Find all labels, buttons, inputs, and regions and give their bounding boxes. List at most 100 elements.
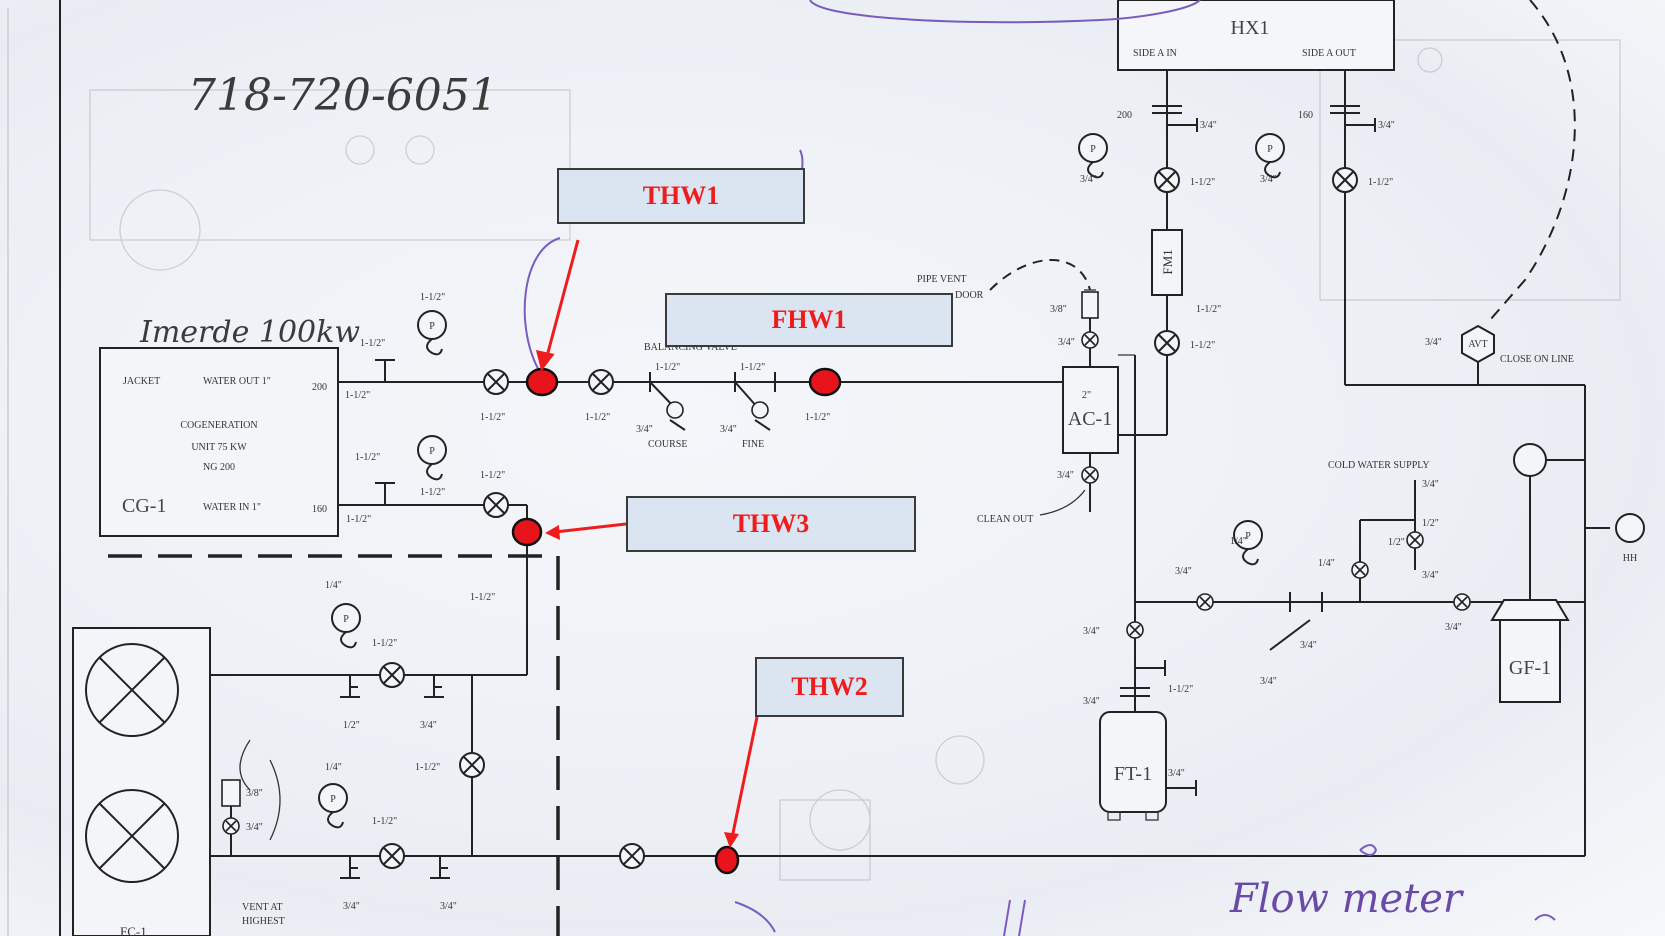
svg-text:1-1/2": 1-1/2" bbox=[470, 592, 495, 603]
course-label: COURSE bbox=[648, 439, 687, 450]
ft1-tank bbox=[1099, 711, 1167, 813]
callout-fhw1-label: FHW1 bbox=[771, 305, 847, 334]
dashed-boundary bbox=[108, 554, 560, 936]
vent-highest-label-2: HIGHEST bbox=[242, 916, 285, 927]
arrow-thw2 bbox=[724, 716, 759, 848]
engine-note: Imerde 100kw bbox=[139, 315, 360, 350]
marker-fhw1 bbox=[808, 367, 842, 397]
svg-text:1-1/2": 1-1/2" bbox=[360, 338, 385, 349]
svg-text:3/4": 3/4" bbox=[1175, 566, 1192, 577]
svg-text:3/4": 3/4" bbox=[1083, 626, 1100, 637]
clean-out-label: CLEAN OUT bbox=[977, 514, 1033, 525]
fine-label: FINE bbox=[742, 439, 764, 450]
svg-text:1/2": 1/2" bbox=[1422, 518, 1439, 529]
hx1-box bbox=[1117, 0, 1395, 71]
marker-thw3 bbox=[511, 517, 543, 547]
svg-text:3/4": 3/4" bbox=[420, 720, 437, 731]
svg-text:1-1/2": 1-1/2" bbox=[655, 362, 680, 373]
vent-highest-label: VENT AT bbox=[242, 902, 283, 913]
cg1-port-out: 200 bbox=[312, 382, 327, 393]
svg-text:3/4": 3/4" bbox=[1422, 570, 1439, 581]
svg-text:1/2": 1/2" bbox=[343, 720, 360, 731]
svg-text:160: 160 bbox=[1298, 110, 1313, 121]
svg-text:1/4": 1/4" bbox=[1230, 536, 1247, 547]
svg-text:1-1/2": 1-1/2" bbox=[1368, 177, 1393, 188]
fm1-box bbox=[1151, 229, 1183, 296]
svg-text:3/4": 3/4" bbox=[440, 901, 457, 912]
cold-water-label: COLD WATER SUPPLY bbox=[1328, 460, 1430, 471]
ghost-background bbox=[89, 39, 1621, 881]
callout-thw1: THW1 bbox=[557, 168, 805, 224]
svg-text:3/4": 3/4" bbox=[1058, 337, 1075, 348]
cg1-box bbox=[99, 347, 339, 537]
svg-text:1/2": 1/2" bbox=[1388, 537, 1405, 548]
svg-text:1-1/2": 1-1/2" bbox=[420, 487, 445, 498]
fm1-label: FM1 bbox=[1160, 249, 1175, 274]
svg-text:3/4": 3/4" bbox=[246, 822, 263, 833]
avt-label: AVT bbox=[1468, 339, 1487, 350]
cg1-water-out: WATER OUT 1" bbox=[203, 376, 271, 387]
fc1-label: FC-1 bbox=[120, 924, 147, 936]
ac1-box bbox=[1062, 366, 1119, 454]
callout-thw3: THW3 bbox=[626, 496, 916, 552]
callout-thw2: THW2 bbox=[755, 657, 904, 717]
svg-text:3/4": 3/4" bbox=[1168, 768, 1185, 779]
svg-text:1-1/2": 1-1/2" bbox=[345, 390, 370, 401]
svg-text:3/4": 3/4" bbox=[1083, 696, 1100, 707]
svg-text:3/4": 3/4" bbox=[1422, 479, 1439, 490]
flow-meter-note: Flow meter bbox=[1229, 876, 1465, 922]
svg-text:1-1/2": 1-1/2" bbox=[480, 470, 505, 481]
svg-text:1-1/2": 1-1/2" bbox=[415, 762, 440, 773]
phone-note: 718-720-6051 bbox=[188, 70, 498, 121]
callout-fhw1: FHW1 bbox=[665, 293, 953, 347]
svg-text:1-1/2": 1-1/2" bbox=[740, 362, 765, 373]
svg-text:3/4": 3/4" bbox=[1080, 174, 1097, 185]
purple-scribbles bbox=[523, 0, 1556, 936]
callout-thw1-label: THW1 bbox=[642, 181, 720, 210]
svg-text:3/4": 3/4" bbox=[636, 424, 653, 435]
cg1-desc1: COGENERATION bbox=[180, 420, 257, 431]
svg-text:1-1/2": 1-1/2" bbox=[1190, 340, 1215, 351]
svg-text:1/4": 1/4" bbox=[325, 580, 342, 591]
svg-text:1/4": 1/4" bbox=[1318, 558, 1335, 569]
svg-text:1-1/2": 1-1/2" bbox=[355, 452, 380, 463]
fine-valve bbox=[734, 372, 776, 431]
svg-text:3/4": 3/4" bbox=[1260, 676, 1277, 687]
cg1-label: CG-1 bbox=[122, 495, 166, 517]
svg-text:1-1/2": 1-1/2" bbox=[1196, 304, 1221, 315]
hx1-side-out: SIDE A OUT bbox=[1302, 48, 1356, 59]
gf1-box bbox=[1499, 619, 1561, 703]
svg-text:1-1/2": 1-1/2" bbox=[1168, 684, 1193, 695]
svg-text:3/4": 3/4" bbox=[1260, 174, 1277, 185]
callout-thw2-label: THW2 bbox=[791, 672, 868, 701]
svg-text:1-1/2": 1-1/2" bbox=[372, 816, 397, 827]
svg-text:2": 2" bbox=[1082, 390, 1091, 401]
svg-text:3/4": 3/4" bbox=[1425, 337, 1442, 348]
svg-text:1-1/2": 1-1/2" bbox=[480, 412, 505, 423]
svg-text:1-1/2": 1-1/2" bbox=[1190, 177, 1215, 188]
svg-text:1-1/2": 1-1/2" bbox=[420, 292, 445, 303]
cg1-desc3: NG 200 bbox=[203, 462, 235, 473]
course-valve bbox=[649, 372, 686, 431]
fan-1-icon bbox=[85, 643, 179, 737]
svg-text:3/8": 3/8" bbox=[246, 788, 263, 799]
svg-text:1-1/2": 1-1/2" bbox=[585, 412, 610, 423]
arrow-thw3 bbox=[545, 522, 627, 540]
close-on-line-label: CLOSE ON LINE bbox=[1500, 354, 1574, 365]
svg-text:1/4": 1/4" bbox=[325, 762, 342, 773]
svg-text:3/4": 3/4" bbox=[1200, 120, 1217, 131]
hx1-side-in: SIDE A IN bbox=[1133, 48, 1177, 59]
svg-text:3/4": 3/4" bbox=[720, 424, 737, 435]
svg-text:BALANCING VALVE: BALANCING VALVE bbox=[644, 342, 737, 353]
callout-thw3-label: THW3 bbox=[732, 509, 810, 538]
cg1-desc2: UNIT 75 KW bbox=[191, 442, 247, 453]
arrow-thw1 bbox=[535, 239, 580, 372]
svg-text:1-1/2": 1-1/2" bbox=[805, 412, 830, 423]
svg-text:1-1/2": 1-1/2" bbox=[372, 638, 397, 649]
pipe-vent-label: PIPE VENT bbox=[917, 274, 967, 285]
svg-text:3/4": 3/4" bbox=[1378, 120, 1395, 131]
ft1-label: FT-1 bbox=[1114, 763, 1152, 785]
svg-text:3/8": 3/8" bbox=[1050, 304, 1067, 315]
